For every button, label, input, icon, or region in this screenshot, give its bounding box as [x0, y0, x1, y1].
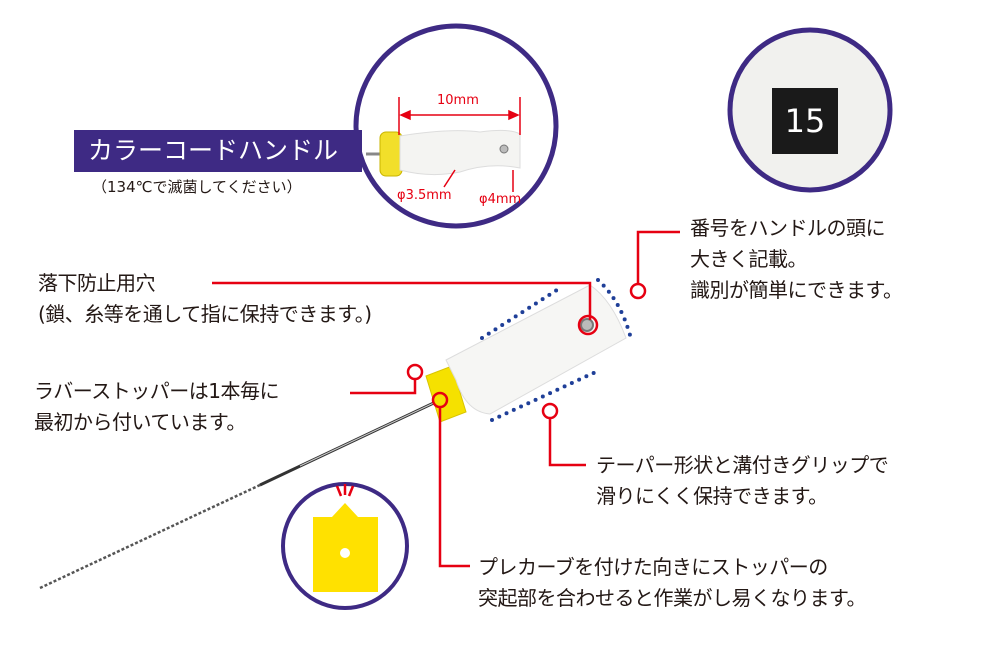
- sterilization-note: （134℃で滅菌してください）: [92, 178, 302, 196]
- grip-diameter-label: φ3.5mm: [397, 188, 452, 203]
- handle-length-label: 10mm: [437, 93, 479, 108]
- annotation-line: 大きく記載。: [690, 247, 807, 271]
- annotation-line: プレカーブを付けた向きにストッパーの: [478, 555, 828, 579]
- annotation-line: 識別が簡単にできます。: [690, 278, 903, 302]
- stopper-shape-icon: [313, 484, 378, 592]
- number-print-annotation: 番号をハンドルの頭に 大きく記載。 識別が簡単にできます。: [690, 213, 903, 306]
- annotation-line: テーパー形状と溝付きグリップで: [596, 453, 889, 477]
- file-instrument: [39, 284, 627, 590]
- taper-annotation: テーパー形状と溝付きグリップで 滑りにくく保持できます。: [596, 450, 889, 512]
- end-diameter-label: φ4mm: [479, 192, 522, 207]
- taper-dotted-lines: [480, 278, 632, 422]
- annotation-line: 番号をハンドルの頭に: [690, 216, 885, 240]
- annotation-line: 滑りにくく保持できます。: [596, 484, 828, 508]
- leader-lines: [212, 230, 680, 568]
- hole-annotation: 落下防止用穴 (鎖、糸等を通して指に保持できます。): [38, 268, 372, 330]
- annotation-line: 最初から付いています。: [34, 410, 246, 434]
- annotation-line: 突起部を合わせると作業がし易くなります。: [478, 586, 867, 610]
- precurve-annotation: プレカーブを付けた向きにストッパーの 突起部を合わせると作業がし易くなります。: [478, 552, 867, 614]
- annotation-line: ラバーストッパーは1本毎に: [34, 379, 280, 403]
- annotation-line: 落下防止用穴: [38, 271, 155, 295]
- handle-zoom-circle: [353, 23, 559, 229]
- annotation-line: (鎖、糸等を通して指に保持できます。): [38, 302, 372, 326]
- color-code-handle-label: カラーコードハンドル: [74, 130, 362, 172]
- stopper-annotation: ラバーストッパーは1本毎に 最初から付いています。: [34, 376, 280, 438]
- handle-closeup: [366, 129, 521, 177]
- size-number-badge: 15: [772, 88, 838, 154]
- dimension-lines: [398, 97, 521, 192]
